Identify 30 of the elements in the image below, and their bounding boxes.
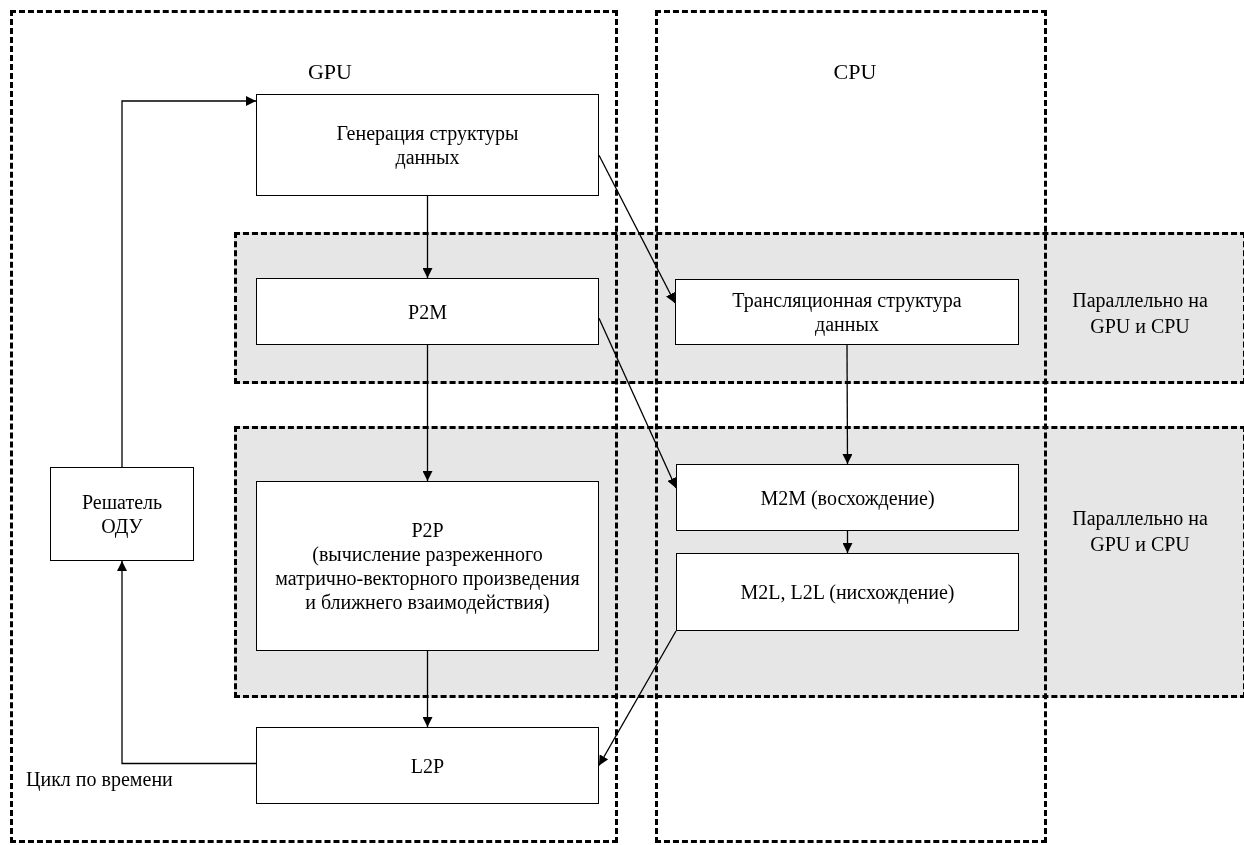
band-label: Параллельно на GPU и CPU — [1071, 288, 1209, 339]
band-label: Параллельно на GPU и CPU — [1071, 506, 1209, 557]
box-title: P2M — [408, 299, 447, 324]
box-title: P2P — [411, 518, 444, 542]
box-title: M2M (восхождение) — [760, 485, 935, 510]
box-title: Генерация структуры данных — [335, 121, 520, 169]
process-box — [675, 279, 1019, 345]
arrow — [598, 154, 676, 304]
region-heading: GPU — [307, 58, 353, 86]
arrow — [121, 96, 257, 468]
process-box — [256, 278, 599, 345]
process-box — [256, 727, 599, 804]
process-box — [676, 464, 1019, 531]
region-heading: CPU — [832, 58, 878, 86]
box-title: Трансляционная структура данных — [732, 288, 962, 336]
box-title: L2P — [410, 753, 445, 778]
arrow — [422, 344, 433, 482]
process-box — [256, 94, 599, 196]
box-title: Решатель ОДУ — [80, 490, 164, 538]
box-title: M2L, L2L (нисхождение) — [740, 580, 955, 604]
arrow — [842, 530, 853, 554]
process-box — [50, 467, 194, 561]
arrow — [598, 630, 677, 767]
arrow — [422, 195, 433, 279]
arrow — [422, 650, 433, 728]
process-box — [256, 481, 599, 651]
arrow — [117, 560, 257, 765]
box-text: (вычисление разреженного матрично-векторного произведения и ближнего взаимодействия) — [274, 542, 581, 614]
arrow — [842, 344, 853, 465]
process-box — [676, 553, 1019, 631]
